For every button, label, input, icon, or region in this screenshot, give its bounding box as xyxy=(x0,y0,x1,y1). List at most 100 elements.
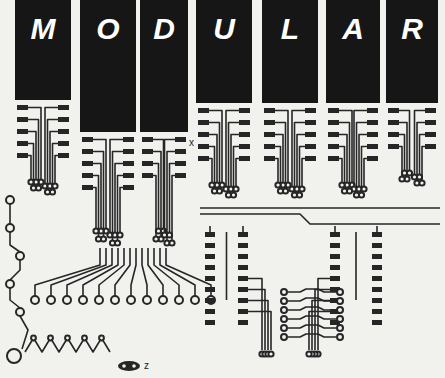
trace xyxy=(209,159,212,183)
pad xyxy=(111,296,119,304)
trace xyxy=(302,159,305,187)
trace xyxy=(229,123,240,193)
pad xyxy=(31,296,39,304)
pad xyxy=(337,325,343,331)
trace xyxy=(288,298,336,301)
pin-pad xyxy=(175,137,186,142)
pin-pad xyxy=(330,243,340,248)
ic-chip: R xyxy=(386,0,438,103)
pin-pad xyxy=(264,156,275,161)
pin-pad xyxy=(58,117,69,122)
pin-pad xyxy=(367,156,378,161)
pin-pad xyxy=(328,156,339,161)
pad xyxy=(275,182,280,187)
pin-pad xyxy=(123,149,134,154)
trace xyxy=(288,316,336,319)
pad xyxy=(337,334,343,340)
pin-pad xyxy=(17,141,28,146)
pad xyxy=(96,236,101,241)
pad xyxy=(399,176,404,181)
trace xyxy=(115,248,130,296)
bus-trace xyxy=(200,207,440,209)
trace xyxy=(93,176,99,237)
trace xyxy=(275,159,278,183)
trace xyxy=(226,232,228,300)
trace xyxy=(288,307,336,310)
pin-pad xyxy=(238,276,248,281)
pin-pad xyxy=(238,232,248,237)
pin-pad xyxy=(305,144,316,149)
chip-letter: A xyxy=(342,12,364,46)
trace xyxy=(339,147,345,189)
trace xyxy=(297,135,305,187)
pad xyxy=(191,296,199,304)
pad xyxy=(337,316,343,322)
pin-pad xyxy=(264,132,275,137)
trace xyxy=(83,248,118,296)
trace xyxy=(209,135,217,183)
pin-pad xyxy=(175,161,186,166)
pad xyxy=(117,232,122,237)
pin-pad xyxy=(205,243,215,248)
pad xyxy=(31,336,36,341)
pin-pad xyxy=(123,173,134,178)
trace xyxy=(339,123,350,189)
pin-pad xyxy=(372,254,382,259)
pin-pad xyxy=(328,108,339,113)
pin-pad xyxy=(17,117,28,122)
trace xyxy=(131,248,136,296)
trace xyxy=(115,164,123,233)
trace xyxy=(10,260,20,280)
pad xyxy=(6,196,14,204)
trace xyxy=(93,152,104,237)
pad xyxy=(28,179,33,184)
trace xyxy=(275,135,283,183)
chip-letter: O xyxy=(96,12,119,46)
chip-letter: M xyxy=(31,12,56,46)
pin-pad xyxy=(123,161,134,166)
pad xyxy=(48,336,53,341)
trace xyxy=(113,152,124,241)
trace xyxy=(10,288,20,308)
trace xyxy=(28,120,39,186)
pin-pad xyxy=(205,254,215,259)
pin-pad xyxy=(142,149,153,154)
trace xyxy=(55,156,58,184)
pin-pad xyxy=(82,137,93,142)
pin-pad xyxy=(388,108,399,113)
trace xyxy=(28,144,34,186)
pin-pad xyxy=(123,137,134,142)
pin-pad xyxy=(264,120,275,125)
pin-pad xyxy=(330,276,340,281)
pad xyxy=(16,252,24,260)
pin-pad xyxy=(425,144,436,149)
pin-pad xyxy=(238,298,248,303)
pin-pad xyxy=(372,298,382,303)
board-marking: x xyxy=(188,137,195,148)
pin-pad xyxy=(367,120,378,125)
pad xyxy=(209,182,214,187)
pin-pad xyxy=(17,129,28,134)
pad xyxy=(342,188,347,193)
pad xyxy=(281,289,287,295)
pin-pad xyxy=(198,108,209,113)
pin-pad xyxy=(17,153,28,158)
pin-pad xyxy=(123,185,134,190)
pad xyxy=(281,307,287,313)
pad xyxy=(50,189,55,194)
trace xyxy=(93,188,96,229)
trace xyxy=(364,159,367,187)
pad xyxy=(93,228,98,233)
pin-pad xyxy=(205,265,215,270)
pin-pad xyxy=(205,320,215,325)
trace xyxy=(172,176,175,241)
pin-pad xyxy=(205,287,215,292)
pad xyxy=(359,192,364,197)
pad xyxy=(99,336,104,341)
pin-pad xyxy=(305,156,316,161)
chip-letter: R xyxy=(401,12,423,46)
pin-pad xyxy=(198,120,209,125)
pin-pad xyxy=(425,108,436,113)
trace xyxy=(300,147,306,193)
pad xyxy=(31,185,36,190)
